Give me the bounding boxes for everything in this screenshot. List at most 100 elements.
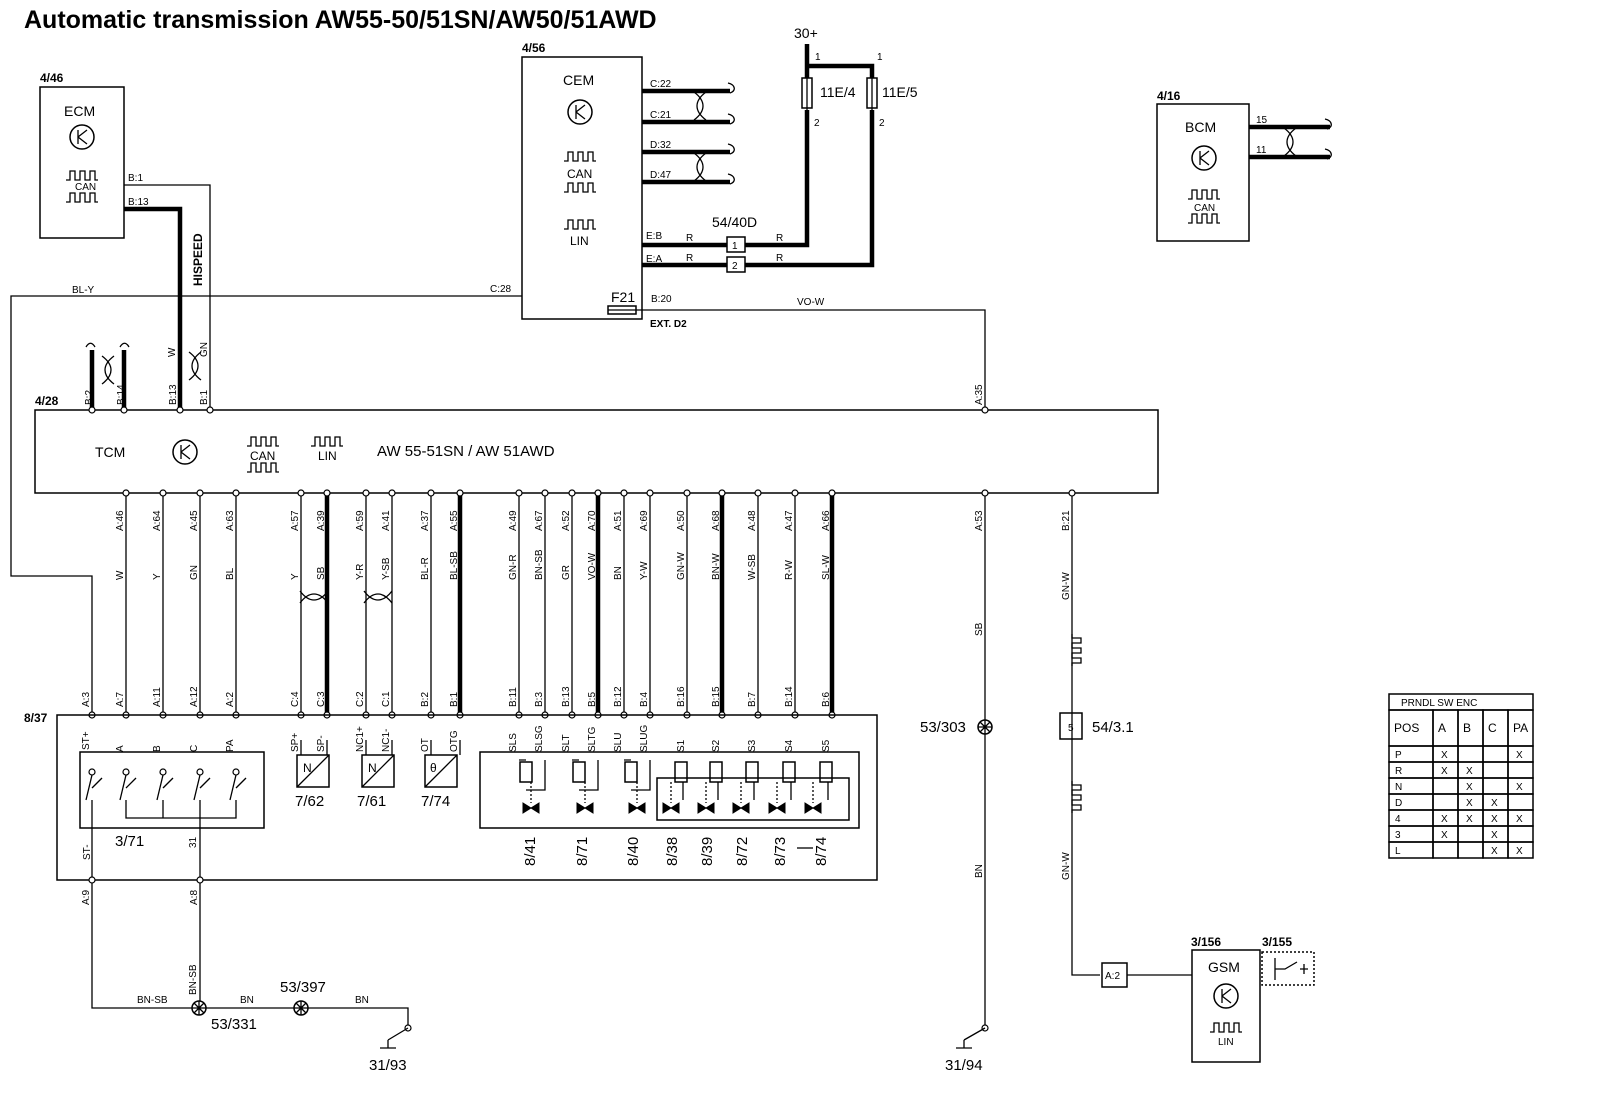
inner-label: SP- — [316, 735, 327, 752]
inner-label: NC1- — [381, 729, 392, 752]
table-cell: X — [1466, 766, 1473, 777]
pulse-icon — [1071, 633, 1082, 667]
cem-lin-label: LIN — [570, 234, 589, 248]
transistor-icon — [69, 124, 95, 150]
sensor-7-61: N — [361, 754, 395, 788]
tcm-ref: 4/28 — [35, 394, 59, 408]
wire-color: BN — [355, 995, 369, 1006]
inner-label: ST+ — [81, 731, 92, 750]
pin-label: B:13 — [561, 686, 572, 707]
transistor-icon — [1191, 145, 1217, 171]
pin-label: A:51 — [613, 510, 624, 531]
cem-module: CEM CAN LIN F21 — [521, 56, 643, 320]
inner-label: B — [152, 745, 163, 752]
pin-label: B:4 — [639, 692, 650, 707]
cem-ref: 4/56 — [522, 41, 546, 55]
pulse-icon — [1071, 780, 1082, 814]
twisted-pair-icon — [363, 590, 393, 604]
ecm-label: ECM — [64, 103, 95, 119]
pin-label: C:21 — [650, 110, 672, 121]
table-cell: L — [1395, 846, 1401, 857]
table-cell: X — [1516, 750, 1523, 761]
inner-label: SLSG — [534, 725, 545, 752]
switch-ref: 3/155 — [1262, 935, 1292, 949]
transistor-icon — [1213, 983, 1239, 1009]
inner-label: SLUG — [639, 725, 650, 752]
ground-symbol — [956, 1024, 989, 1049]
table-cell: X — [1441, 814, 1448, 825]
pin-label: A:8 — [189, 890, 200, 905]
pin-label: B:11 — [508, 687, 519, 707]
wire-color: BN-SB — [534, 549, 545, 580]
pulse-icon — [246, 462, 280, 473]
pin-label: A:70 — [587, 510, 598, 531]
pin-label: 1 — [877, 52, 883, 63]
solenoid-label: 8/73 — [772, 837, 789, 866]
pin-label: A:12 — [189, 686, 200, 707]
wire-red — [745, 110, 875, 268]
pin-label: E:A — [646, 254, 662, 265]
connector-pin — [726, 256, 746, 273]
inner-label: S4 — [784, 739, 795, 752]
pin-label: A:45 — [189, 510, 200, 531]
inner-label: OTG — [449, 730, 460, 752]
table-header: C — [1488, 721, 1497, 735]
inner-label: S1 — [676, 739, 687, 752]
wire-color: GN-R — [508, 554, 519, 580]
pin-label: 1 — [732, 241, 738, 252]
pin-label: C:28 — [490, 284, 512, 295]
inner-label: PA — [225, 739, 236, 752]
table-title: PRNDL SW ENC — [1401, 698, 1477, 709]
pin-label: 5 — [1068, 723, 1074, 734]
bcm-ref: 4/16 — [1157, 89, 1181, 103]
splice-label: 53/331 — [211, 1016, 257, 1033]
wire-color: R-W — [784, 559, 795, 580]
pin-label: B:14 — [784, 686, 795, 707]
inner-label: S2 — [711, 739, 722, 752]
wire-color: R — [776, 253, 783, 264]
ground-label: 31/93 — [369, 1057, 407, 1074]
pin-label: A:52 — [561, 510, 572, 531]
ecm-can-label: CAN — [75, 182, 96, 193]
wire-color: GN-W — [1061, 572, 1072, 600]
supply-label: 30+ — [794, 25, 818, 41]
pin-label: A:47 — [784, 510, 795, 531]
gsm-module: GSM LIN — [1191, 949, 1315, 1063]
hispeed-label: HISPEED — [191, 233, 205, 286]
pin-label: A:9 — [81, 890, 92, 905]
sensor-label: 7/61 — [357, 793, 386, 810]
wire-color: R — [686, 253, 693, 264]
sensor-7-74: θ — [424, 754, 458, 788]
wire-color: R — [776, 233, 783, 244]
table-cell: X — [1516, 782, 1523, 793]
wire-color: Y-SB — [381, 557, 392, 580]
gsm-lin-label: LIN — [1218, 1037, 1234, 1048]
wire-color: BL — [225, 567, 236, 580]
splice-label: 53/397 — [280, 979, 326, 996]
sensor-symbol: θ — [430, 761, 437, 775]
wire-color: R — [686, 233, 693, 244]
wire-color: BN — [240, 995, 254, 1006]
pin-label: E:B — [646, 231, 662, 242]
bcm-label: BCM — [1185, 119, 1216, 135]
tcm-bottom-wires: A:46WA:7AA:64YA:11BA:45GNA:12CA:63BLA:2P… — [81, 489, 836, 752]
wire-color: BN-W — [711, 553, 722, 580]
pin-label: A:48 — [747, 510, 758, 531]
table-cell: X — [1491, 830, 1498, 841]
wire-bl-y — [10, 295, 522, 715]
twisted-pair-icon — [693, 152, 707, 182]
pulse-icon — [310, 436, 344, 447]
pin-label: B:3 — [534, 692, 545, 707]
pin-label: B:6 — [821, 692, 832, 707]
inner-label: SP+ — [290, 733, 301, 752]
twisted-pair-icon — [693, 91, 707, 121]
pin-label: A:3 — [81, 692, 92, 707]
wire-color: SL-W — [821, 554, 832, 580]
pin-label: A:37 — [420, 510, 431, 531]
pin-label: A:49 — [508, 510, 519, 531]
connector-pin — [726, 236, 746, 253]
pulse-icon — [563, 182, 597, 193]
wire-bn-sb — [91, 880, 196, 1009]
tcm-label: TCM — [95, 444, 125, 460]
